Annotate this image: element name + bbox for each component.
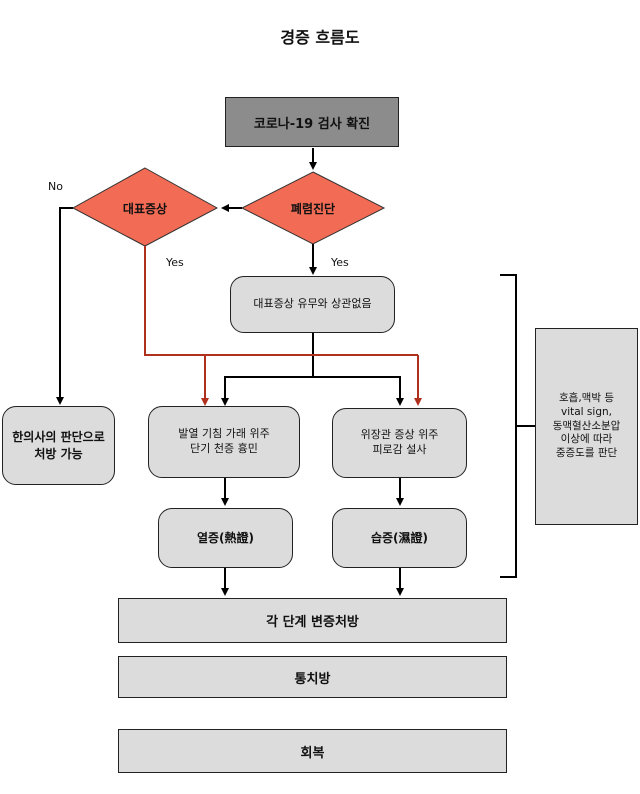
damp-pattern-node: 습증(濕證) [332,508,467,568]
gi-symptom-node: 위장관 증상 위주 피로감 설사 [332,408,467,478]
no-label: No [48,180,63,193]
start-node: 코로나-19 검사 확진 [225,97,399,147]
no-relation-node: 대표증상 유무와 상관없음 [230,276,395,333]
stage-prescription-node: 각 단계 변증처방 [118,598,507,643]
side-bracket [500,274,517,578]
to-gi-arrow [313,376,404,406]
yes-right-label: Yes [331,256,349,269]
fever-symptom-node: 발열 기침 가래 위주 단기 천증 흉민 [148,406,300,478]
no-path-arrow [56,207,73,405]
page-title: 경증 흐름도 [280,28,360,47]
yes-left-label: Yes [166,256,184,269]
representative-symptoms-label: 대표증상 [122,201,168,216]
symptoms-yes-red-line [144,246,418,356]
oriental-doctor-node: 한의사의 판단으로 처방 가능 [2,406,115,485]
recovery-node: 회복 [118,729,507,773]
to-fever-arrow [221,376,313,406]
heat-pattern-node: 열증(熱證) [158,508,293,568]
vital-sign-note: 호흡,맥박 등 vital sign, 동맥혈산소분압 이상에 따라 중증도를 … [535,328,638,525]
common-prescription-node: 통치방 [118,656,507,698]
pneumonia-dx-label: 폐렴진단 [290,201,336,216]
